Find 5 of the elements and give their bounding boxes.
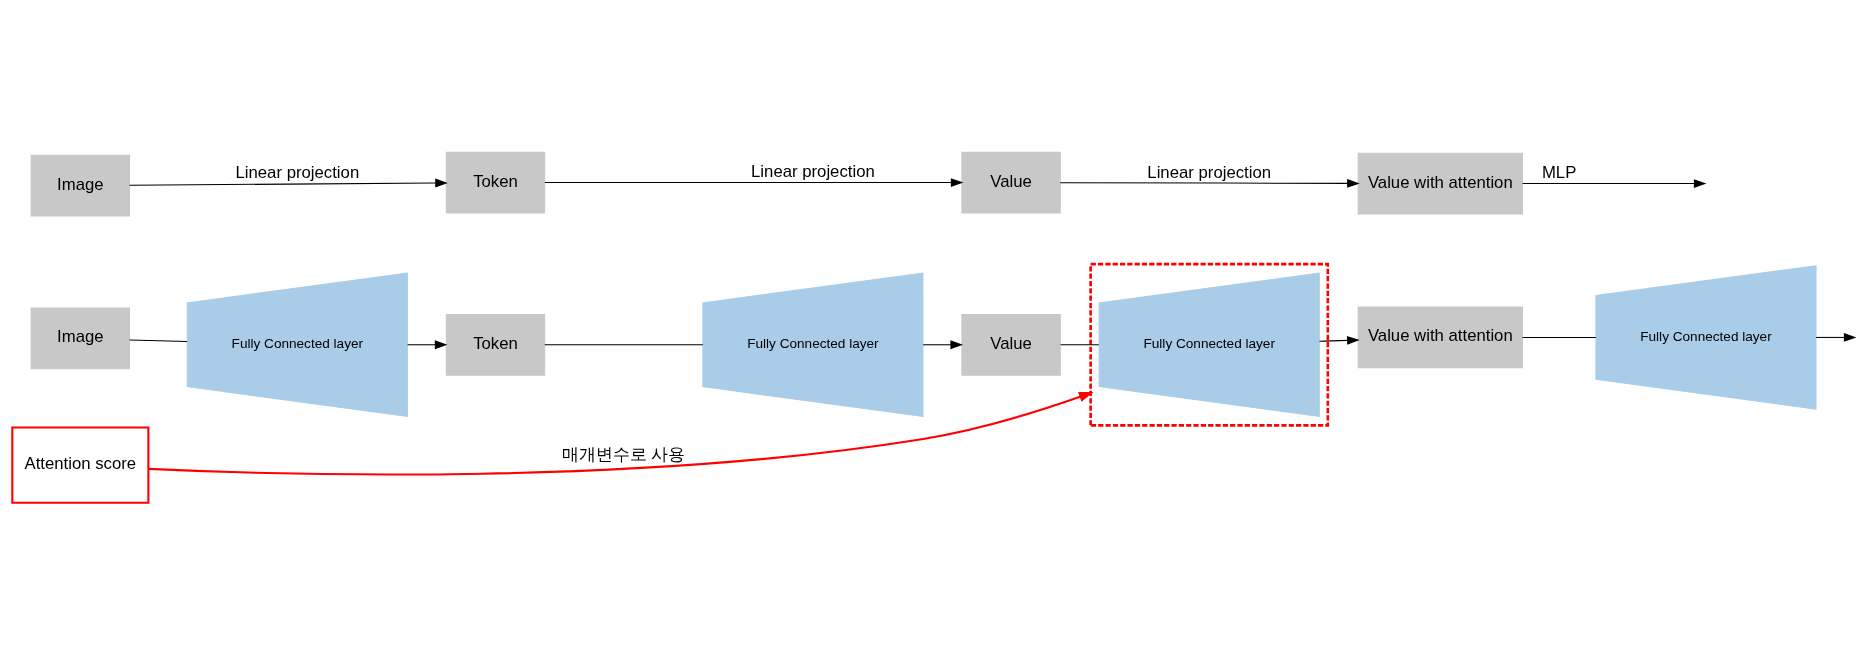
edge-label: Linear projection [751,161,875,181]
edge-label: Linear projection [235,162,360,182]
edge-label: MLP [1541,162,1577,182]
edge-label: Linear projection [1147,162,1272,182]
edge-label: 매개변수로 사용 [561,444,686,464]
